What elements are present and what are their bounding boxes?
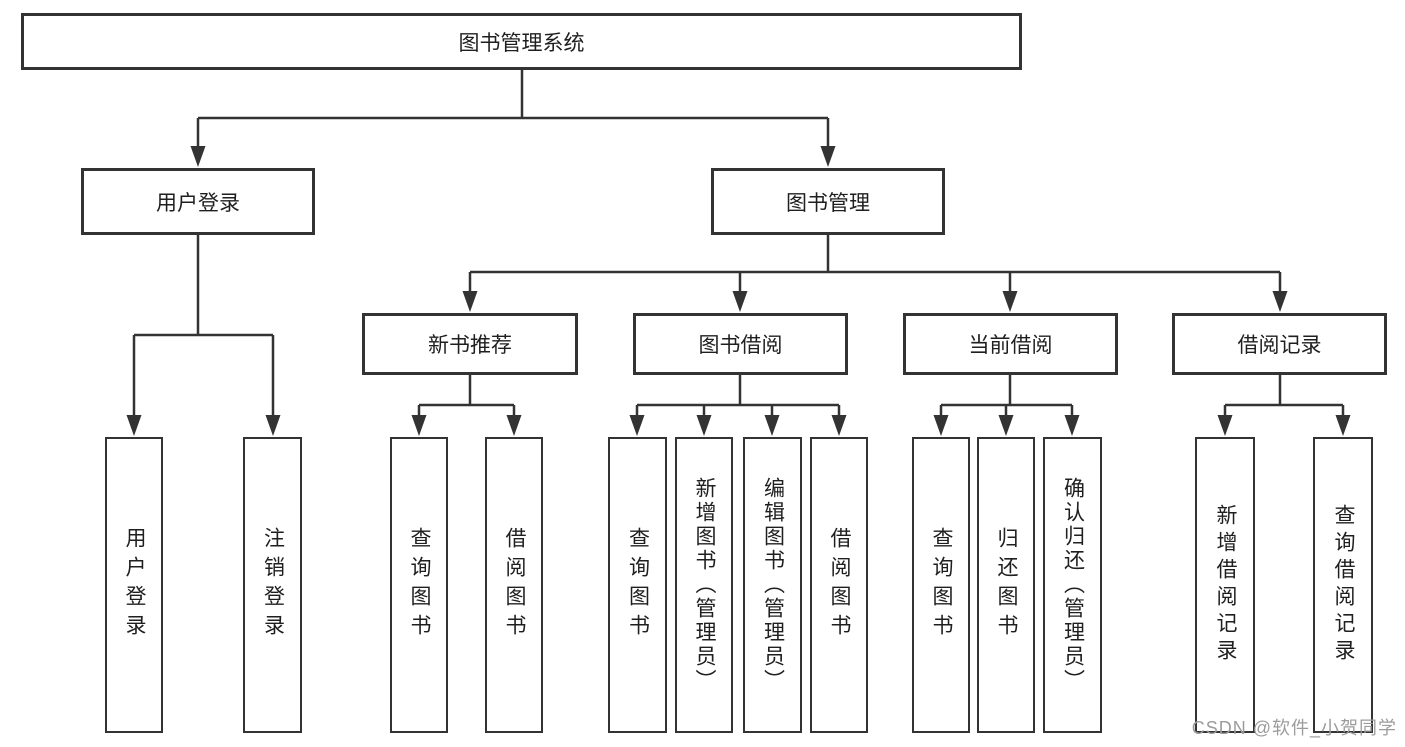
- leaf-recommend-borrow-books: 借阅图书: [485, 437, 543, 733]
- node-book-borrow: 图书借阅: [633, 313, 848, 375]
- node-new-book-recommend: 新书推荐: [362, 313, 578, 375]
- node-root: 图书管理系统: [21, 13, 1022, 70]
- leaf-borrow-borrow-books: 借阅图书: [810, 437, 868, 733]
- node-user-login-label: 用户登录: [156, 191, 240, 215]
- node-new-book-recommend-label: 新书推荐: [428, 334, 512, 357]
- leaf-borrow-query-books: 查询图书: [608, 437, 667, 733]
- leaf-current-query-books-label: 查询图书: [930, 527, 953, 643]
- leaf-recommend-query-books-label: 查询图书: [408, 527, 431, 643]
- tree-edges: [132, 70, 1345, 420]
- leaf-recommend-query-books: 查询图书: [390, 437, 448, 733]
- leaf-current-return-books-label: 归还图书: [995, 527, 1018, 643]
- leaf-borrow-query-books-label: 查询图书: [626, 527, 650, 643]
- leaf-records-query-record-label: 查询借阅记录: [1332, 504, 1355, 666]
- leaf-borrow-add-books-admin: 新增图书（管理员）: [675, 437, 733, 733]
- leaf-current-return-books: 归还图书: [977, 437, 1035, 733]
- node-book-management: 图书管理: [711, 168, 945, 235]
- leaf-logout-label: 注销登录: [261, 527, 285, 643]
- node-book-management-label: 图书管理: [786, 191, 870, 215]
- leaf-borrow-add-books-admin-label: 新增图书（管理员）: [693, 477, 716, 693]
- node-user-login: 用户登录: [81, 168, 315, 235]
- node-borrow-records: 借阅记录: [1172, 313, 1387, 375]
- leaf-user-login-label: 用户登录: [123, 527, 146, 643]
- node-borrow-records-label: 借阅记录: [1237, 334, 1322, 357]
- node-current-borrow: 当前借阅: [903, 313, 1118, 375]
- leaf-borrow-edit-books-admin-label: 编辑图书（管理员）: [761, 477, 785, 693]
- leaf-current-confirm-return-admin-label: 确认归还（管理员）: [1061, 477, 1085, 693]
- leaf-current-query-books: 查询图书: [912, 437, 970, 733]
- leaf-borrow-borrow-books-label: 借阅图书: [828, 527, 851, 643]
- node-current-borrow-label: 当前借阅: [968, 334, 1053, 357]
- leaf-user-login: 用户登录: [105, 437, 163, 733]
- leaf-records-add-record: 新增借阅记录: [1195, 437, 1255, 733]
- csdn-watermark: CSDN @软件_小贺同学: [1191, 718, 1397, 738]
- leaf-borrow-edit-books-admin: 编辑图书（管理员）: [743, 437, 802, 733]
- leaf-recommend-borrow-books-label: 借阅图书: [503, 527, 526, 643]
- node-book-borrow-label: 图书借阅: [698, 334, 783, 357]
- leaf-logout: 注销登录: [243, 437, 302, 733]
- leaf-current-confirm-return-admin: 确认归还（管理员）: [1043, 437, 1102, 733]
- leaf-records-query-record: 查询借阅记录: [1313, 437, 1373, 733]
- arrowhead-icons: [126, 146, 1351, 436]
- leaf-records-add-record-label: 新增借阅记录: [1214, 504, 1237, 666]
- node-root-label: 图书管理系统: [458, 31, 585, 55]
